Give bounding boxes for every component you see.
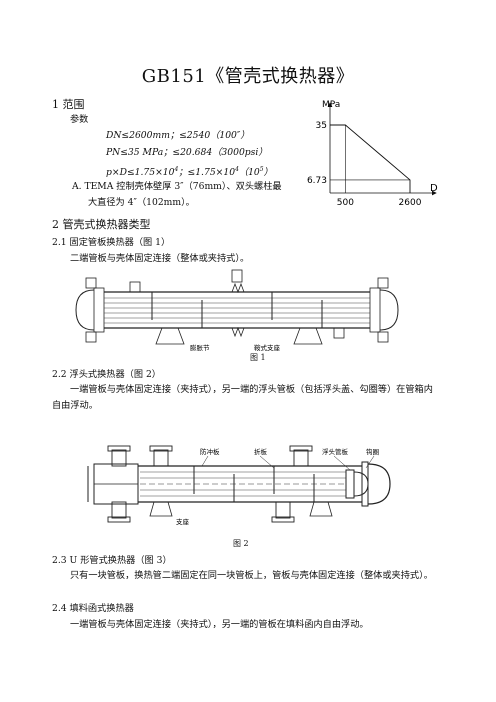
param-pd-exp2: 4 [235,166,239,173]
chart-limit-line [330,124,411,193]
fig2-label-baffle: 折板 [254,447,268,456]
s23-heading: 2.3 U 形管式换热器（图 3） [52,555,172,566]
section-1-heading: 1 范围 [52,98,85,111]
param-pd-main: p×D≤1.75×10 [106,167,175,179]
s21-heading: 2.1 固定管板换热器（图 1） [52,237,171,248]
s22-text: 一端管板与壳体固定连接（夹持式），另一端的浮头管板（包括浮头盖、勾圈等）在管箱内… [52,384,433,411]
chart-y-label: MPa [322,100,340,110]
tema-line-1: A. TEMA 控制壳体壁厚 3″（76mm）、双头螺柱最 [72,181,282,192]
param-pd-mid: ；≤1.75×10 [178,167,236,179]
fig2-label-impingement: 防冲板 [200,447,220,456]
page-title: GB151《管壳式换热器》 [141,66,355,87]
param-pd-exp3: 5 [259,166,264,173]
s24-heading: 2.4 填料函式换热器 [52,603,134,614]
param-dn: DN≤2600mm；≤2540（100″） [106,130,250,141]
s21-text: 二端管板与壳体固定连接（整体或夹持式）。 [70,253,250,264]
fig2-label-floating-tubesheet: 浮头管板 [322,447,349,456]
param-pn: PN≤35 MPa；≤20.684（3000psi） [106,147,268,158]
param-pd-close: ） [263,167,273,179]
param-pd-exp1: 4 [174,166,179,173]
figure-1-caption: 图 1 [250,353,266,362]
tema-line-2: 大直径为 4″（102mm）。 [88,197,195,208]
chart-x-tick: 2600 [399,198,422,207]
fig1-label-saddle: 鞍式支座 [254,343,281,352]
figure-2-caption: 图 2 [233,539,249,548]
figure-2-floating-head: 防冲板 折板 浮头管板 钩圈 支座 [87,445,391,526]
s23-text: 只有一块管板，换热管二端固定在同一块管板上，管板与壳体固定连接（整体或夹持式）。 [70,570,433,581]
s24-text: 一端管板与壳体固定连接（夹持式），另一端的管板在填料函内自由浮动。 [70,619,369,630]
param-pd: p×D≤1.75×104；≤1.75×104（105） [106,163,273,179]
section-2-heading: 2 管壳式换热器类型 [52,218,151,231]
figure-1-fixed-tubesheet: 膨胀节 鞍式支座 [75,269,399,352]
s22-heading: 2.2 浮头式换热器（图 2） [52,369,161,380]
chart-x-tick: 500 [337,198,354,207]
chart-y-tick: 6.73 [307,176,327,186]
chart-y-tick: 35 [316,121,327,131]
fig1-label-expansion: 膨胀节 [190,343,210,352]
fig2-label-split-ring: 钩圈 [366,447,379,456]
chart-x-label: D [430,183,438,194]
params-label: 参数 [70,114,89,125]
param-pd-open: （10 [238,167,260,179]
pd-limit-chart: MPa D 35 6.73 500 2600 [307,100,438,207]
fig2-label-support: 支座 [176,517,190,526]
